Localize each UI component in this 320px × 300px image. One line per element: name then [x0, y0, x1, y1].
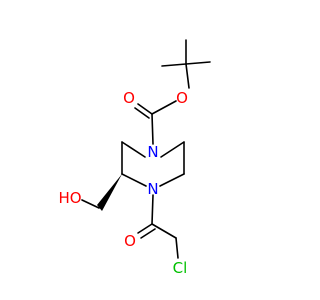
atom-oxygen-boc-carbonyl: O: [123, 89, 135, 107]
ring-bond-n1-c2: [121, 141, 146, 158]
piperazine-ring: [121, 141, 185, 187]
molecule-structure-diagram: O O N N HO O Cl: [58, 39, 211, 277]
tert-butyl-group: [161, 39, 211, 89]
bond-methylene-to-chlorine: [175, 237, 179, 259]
atom-nitrogen-boc: N: [147, 143, 158, 161]
atom-hydroxyl: HO: [58, 189, 81, 207]
ring-bond-c3-n4: [121, 173, 147, 187]
ring-bond-c6-n1: [160, 141, 185, 158]
bond-nitrogen-to-acyl-carbon: [151, 194, 154, 225]
bond-tbu-to-ester-oxygen: [185, 63, 190, 89]
hydroxymethyl-group: [81, 174, 122, 211]
bond-acyl-carbonyl-double-2: [140, 228, 156, 239]
bond-tbu-methyl-left: [161, 63, 187, 67]
stereo-wedge-bond: [97, 174, 122, 211]
atom-oxygen-acyl-carbonyl: O: [124, 232, 136, 250]
chloroacetyl-group: [137, 194, 179, 259]
bond-carbonyl-to-ring-nitrogen: [151, 113, 154, 145]
ring-bond-n4-c5: [159, 173, 185, 187]
atom-chlorine: Cl: [173, 259, 188, 277]
boc-carbamate-group: [134, 100, 177, 145]
bond-ester-oxygen-to-carbonyl-carbon: [151, 100, 177, 115]
bond-acyl-carbonyl-double-1: [137, 223, 153, 234]
bond-tbu-methyl-right: [185, 61, 211, 65]
bond-carbonyl-double-2: [134, 107, 150, 119]
atom-nitrogen-acyl: N: [147, 180, 158, 198]
bond-carbonyl-double-1: [137, 103, 153, 115]
bond-ch2-to-hydroxyl: [81, 199, 100, 209]
bond-acyl-to-methylene: [151, 223, 177, 239]
atom-oxygen-ester: O: [176, 89, 188, 107]
